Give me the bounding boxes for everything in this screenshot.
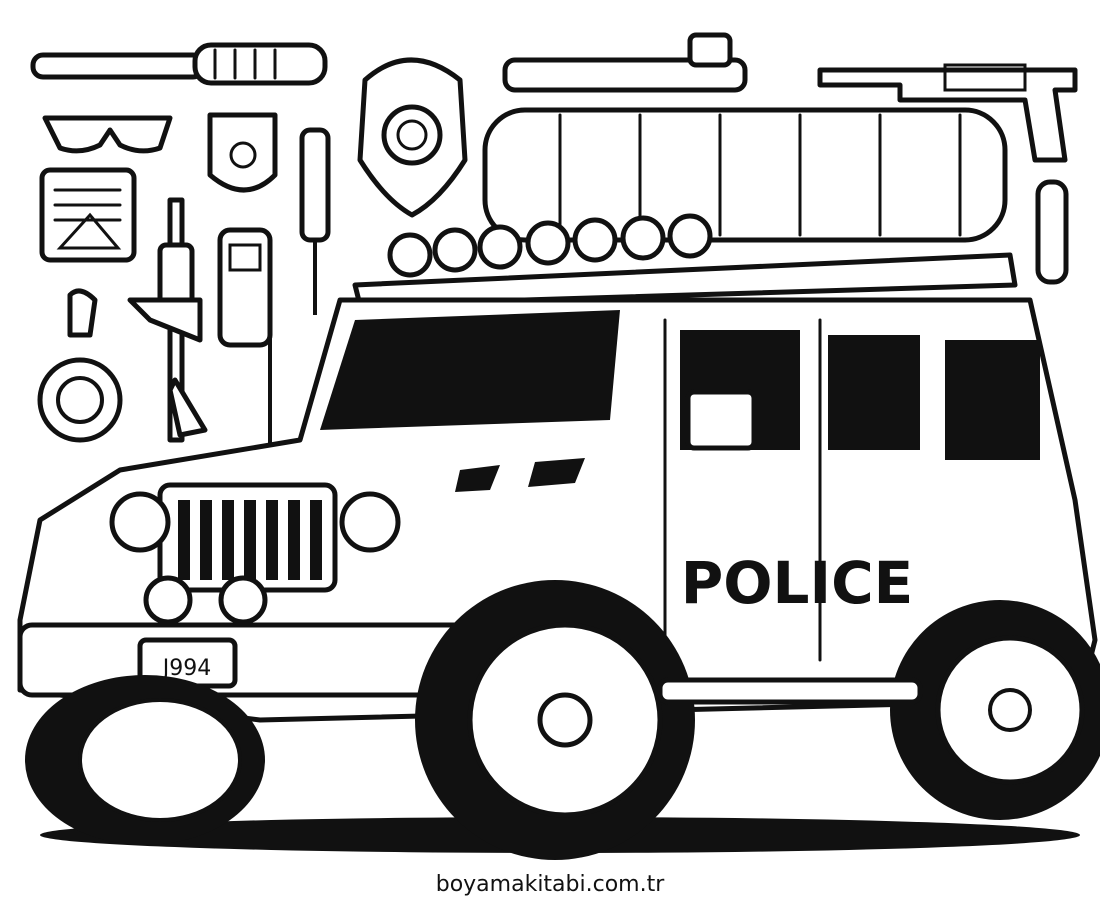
shield-badge-icon	[207, 112, 278, 193]
rear-side-window	[945, 340, 1040, 460]
rear-door-window	[828, 335, 920, 450]
right-headlight	[339, 491, 401, 553]
website-watermark: boyamakitabi.com.tr	[435, 872, 665, 897]
side-mirror	[685, 389, 757, 451]
police-badge-icon	[357, 57, 468, 218]
baton-icon	[30, 42, 328, 86]
roof-lights	[387, 213, 713, 278]
fog-light-right	[218, 575, 268, 625]
police-door-text: POLICE	[681, 549, 914, 617]
radio-icon	[217, 227, 273, 450]
left-headlight	[109, 491, 171, 553]
syringe-icon	[299, 127, 331, 315]
sunglasses-icon	[42, 115, 173, 154]
hood-stripes	[455, 458, 585, 492]
side-step	[657, 677, 923, 705]
pistol-icon	[817, 63, 1078, 163]
front-right-wheel	[415, 580, 695, 860]
grille	[157, 482, 338, 593]
rifle-icon	[127, 197, 208, 443]
rear-wheel	[890, 600, 1100, 820]
front-left-wheel	[25, 675, 265, 845]
windshield	[320, 310, 620, 430]
handcuffs-icon	[37, 288, 123, 443]
roof-gun-icon	[502, 32, 748, 93]
front-bumper	[17, 622, 478, 698]
roof-cargo	[482, 107, 1008, 243]
notepad-icon	[39, 167, 137, 263]
fog-light-left	[143, 575, 193, 625]
flashlight-icon	[1035, 179, 1069, 285]
